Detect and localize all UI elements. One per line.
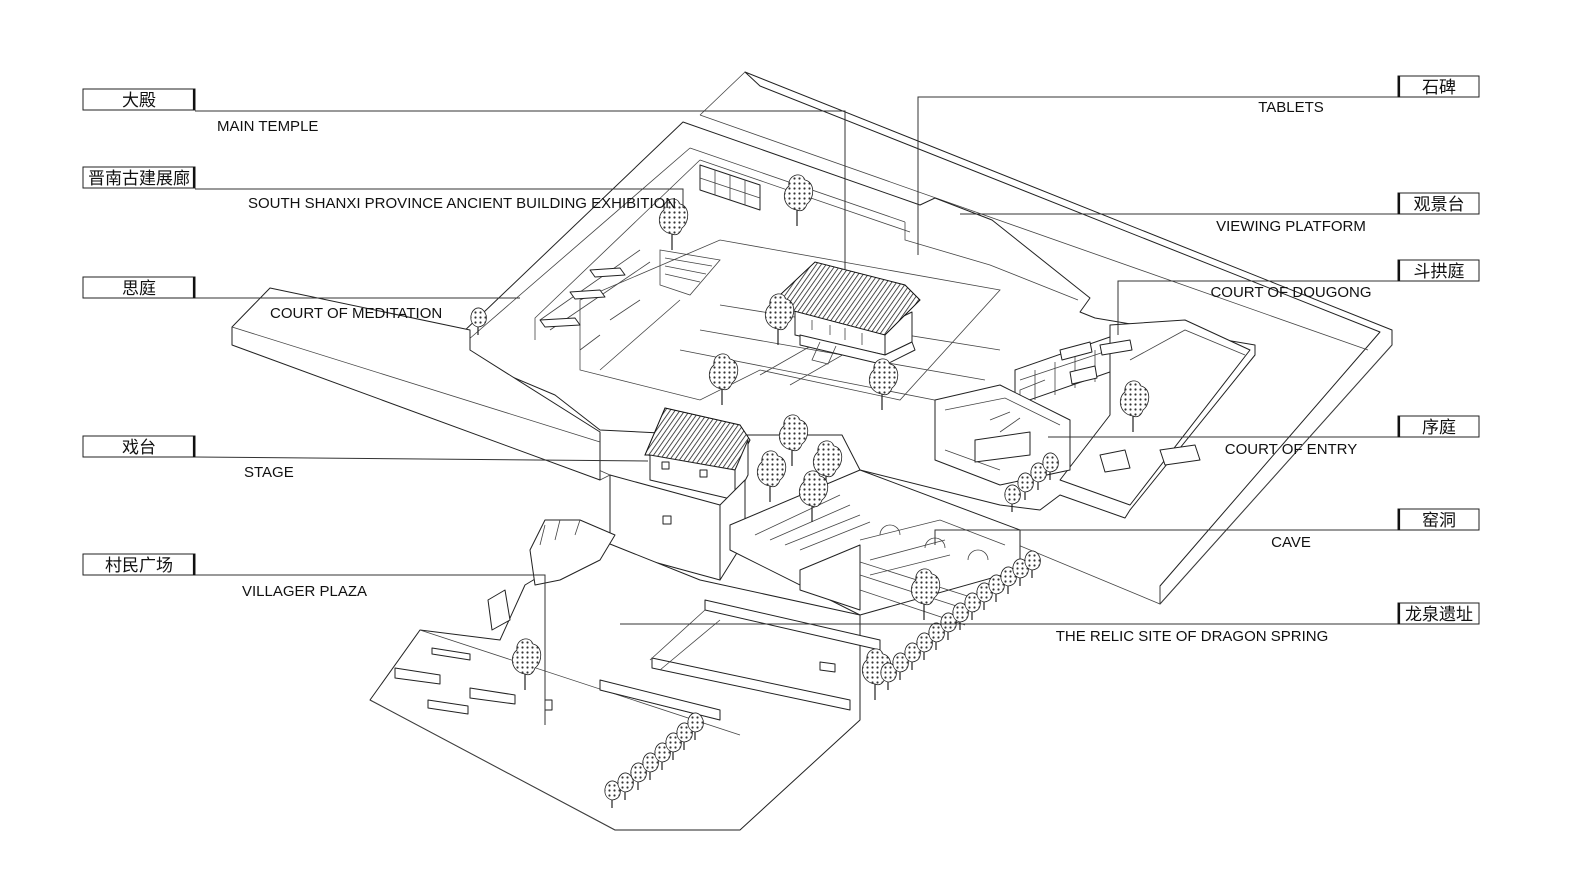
labels-right: 石碑 TABLETS 观景台 VIEWING PLATFORM 斗拱庭 COUR…	[1056, 75, 1480, 645]
label-dougong: 斗拱庭 COURT OF DOUGONG	[1210, 259, 1480, 301]
label-en: TABLETS	[1258, 99, 1324, 116]
site-model	[231, 71, 1393, 831]
label-en: MAIN TEMPLE	[217, 118, 318, 135]
leader-lines	[194, 96, 1398, 725]
label-zh: 戏台	[122, 438, 156, 458]
ramp-wall	[231, 287, 601, 481]
label-entry: 序庭 COURT OF ENTRY	[1225, 415, 1480, 458]
label-en: COURT OF DOUGONG	[1210, 284, 1371, 301]
label-dragon: 龙泉遗址 THE RELIC SITE OF DRAGON SPRING	[1056, 602, 1480, 645]
label-zh: 窑洞	[1422, 511, 1456, 531]
label-zh: 序庭	[1422, 418, 1456, 438]
label-zh: 村民广场	[105, 556, 173, 576]
label-en: VILLAGER PLAZA	[242, 583, 367, 600]
label-cave: 窑洞 CAVE	[1271, 508, 1480, 551]
label-plaza: 村民广场 VILLAGER PLAZA	[82, 553, 367, 600]
label-exhibition: 晋南古建展廊 SOUTH SHANXI PROVINCE ANCIENT BUI…	[82, 166, 676, 212]
stage-building	[644, 407, 751, 501]
label-en: THE RELIC SITE OF DRAGON SPRING	[1056, 628, 1329, 645]
label-en: CAVE	[1271, 534, 1311, 551]
label-zh: 斗拱庭	[1414, 262, 1465, 282]
label-zh: 思庭	[122, 279, 156, 299]
label-zh: 石碑	[1422, 78, 1456, 98]
label-en: SOUTH SHANXI PROVINCE ANCIENT BUILDING E…	[248, 195, 676, 212]
label-stage: 戏台 STAGE	[82, 435, 294, 481]
labels-left: 大殿 MAIN TEMPLE 晋南古建展廊 SOUTH SHANXI PROVI…	[82, 88, 676, 600]
label-zh: 大殿	[122, 91, 156, 111]
label-tablets: 石碑 TABLETS	[1258, 75, 1480, 116]
label-main-temple: 大殿 MAIN TEMPLE	[82, 88, 318, 135]
label-zh: 晋南古建展廊	[88, 169, 190, 189]
main-temple-building	[779, 261, 921, 366]
label-en: COURT OF MEDITATION	[270, 305, 442, 322]
label-en: STAGE	[244, 464, 294, 481]
label-en: VIEWING PLATFORM	[1216, 218, 1366, 235]
label-viewing: 观景台 VIEWING PLATFORM	[1216, 192, 1480, 235]
label-en: COURT OF ENTRY	[1225, 441, 1358, 458]
label-zh: 观景台	[1414, 195, 1465, 215]
label-zh: 龙泉遗址	[1405, 605, 1473, 625]
label-meditation: 思庭 COURT OF MEDITATION	[82, 276, 442, 322]
